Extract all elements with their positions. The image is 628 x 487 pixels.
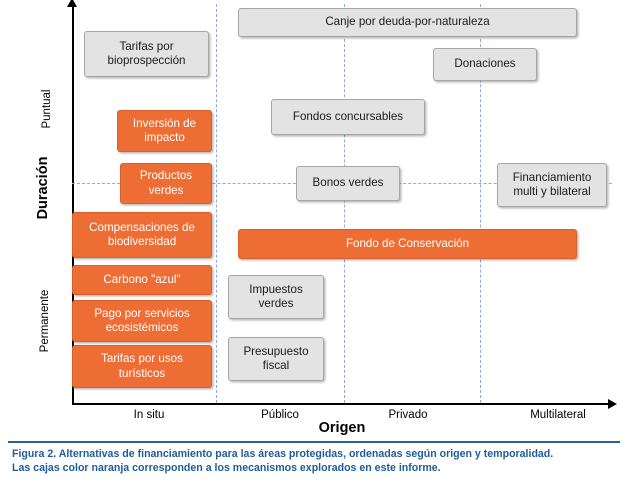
caption-divider [8,441,620,443]
guide-vertical-privado [344,4,345,403]
node-canje-deuda-naturaleza[interactable]: Canje por deuda-por-naturaleza [238,8,577,37]
y-tick-permanente: Permanente [39,289,51,353]
node-fondo-conservacion[interactable]: Fondo de Conservación [238,229,577,259]
guide-vertical-multilateral [480,4,481,403]
x-axis-arrow-icon [608,399,617,409]
node-compensaciones-biodiversidad[interactable]: Compensaciones de biodiversidad [72,212,212,258]
x-tick-privado: Privado [388,409,428,421]
guide-vertical-publico [216,4,217,403]
y-axis-line [72,4,74,404]
node-presupuesto-fiscal[interactable]: Presupuesto fiscal [228,337,324,381]
node-financiamiento-multi-bilateral[interactable]: Financiamiento multi y bilateral [497,163,607,207]
y-tick-puntual: Puntual [41,89,53,129]
node-inversion-impacto[interactable]: Inversión de impacto [117,110,212,152]
x-axis-title: Origen [318,420,366,436]
node-pago-servicios-ecosistemicos[interactable]: Pago por servicios ecosistémicos [72,300,212,342]
x-tick-multilateral: Multilateral [530,409,586,421]
y-axis-title: Duración [35,156,51,220]
caption-line-2: Las cajas color naranja corresponden a l… [12,461,441,474]
y-axis-arrow-icon [67,0,77,7]
figure-caption: Figura 2. Alternativas de financiamiento… [12,448,618,476]
x-axis-line [72,403,612,405]
node-tarifas-usos-turisticos[interactable]: Tarifas por usos turísticos [72,345,212,388]
node-productos-verdes[interactable]: Productos verdes [120,163,212,204]
node-impuestos-verdes[interactable]: Impuestos verdes [228,275,324,319]
node-carbono-azul[interactable]: Carbono "azul" [72,265,212,295]
x-tick-in-situ: In situ [133,409,165,421]
node-donaciones[interactable]: Donaciones [433,48,537,81]
node-bonos-verdes[interactable]: Bonos verdes [296,166,400,201]
caption-line-1: Figura 2. Alternativas de financiamiento… [12,448,554,460]
node-tarifas-bioprospeccion[interactable]: Tarifas por bioprospección [84,31,209,77]
x-tick-publico: Público [261,409,299,421]
node-fondos-concursables[interactable]: Fondos concursables [271,99,425,135]
